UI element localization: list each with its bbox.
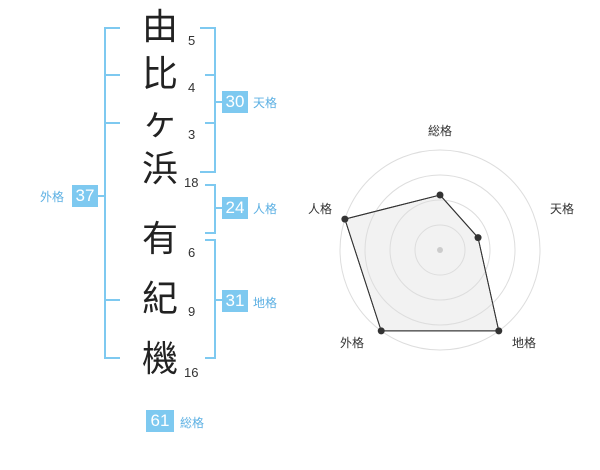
radar-grid-ring-overlay-2 bbox=[389, 199, 491, 301]
name-char-6: 紀 bbox=[141, 279, 178, 320]
jinkaku-value-box: 24 bbox=[222, 197, 248, 219]
bracket-group bbox=[89, 27, 222, 359]
radar-point-5 bbox=[341, 215, 349, 223]
name-char-2: 比 bbox=[141, 54, 178, 95]
chikaku-value-box: 31 bbox=[222, 290, 248, 312]
tenkaku-bracket bbox=[200, 27, 216, 173]
gaikaku-bracket bbox=[104, 27, 120, 359]
radar-label-tenkaku: 天格 bbox=[550, 202, 575, 216]
tenkaku-value-box: 30 bbox=[222, 91, 248, 113]
stroke-count-7: 16 bbox=[184, 365, 199, 380]
stroke-count-2: 4 bbox=[188, 80, 196, 95]
radar-grid-ring-overlay-3 bbox=[364, 174, 516, 326]
stroke-count-6: 9 bbox=[188, 304, 196, 319]
tenkaku-label: 天格 bbox=[253, 96, 278, 110]
soukaku-value-box: 61 bbox=[146, 410, 174, 432]
radar-point-2 bbox=[474, 234, 482, 242]
radar-label-chikaku: 地格 bbox=[512, 336, 537, 350]
name-char-5: 有 bbox=[141, 219, 178, 260]
stroke-count-4: 18 bbox=[184, 175, 199, 190]
name-char-3: ヶ bbox=[141, 102, 178, 143]
radar-label-jinkaku: 人格 bbox=[308, 202, 333, 216]
name-char-4: 浜 bbox=[141, 149, 178, 190]
jinkaku-label: 人格 bbox=[253, 202, 278, 216]
soukaku-label: 総格 bbox=[180, 416, 205, 430]
radar-point-4 bbox=[377, 327, 385, 335]
stroke-count-1: 5 bbox=[188, 33, 196, 48]
stroke-count-5: 6 bbox=[188, 245, 196, 260]
radar-label-soukaku: 総格 bbox=[428, 124, 453, 138]
gaikaku-value-box: 37 bbox=[72, 185, 98, 207]
radar-grid-ring-overlay-1 bbox=[414, 224, 466, 276]
gaikaku-label: 外格 bbox=[40, 190, 65, 204]
radar-center-point bbox=[437, 247, 443, 253]
radar-label-gaikaku: 外格 bbox=[340, 336, 365, 350]
stroke-count-3: 3 bbox=[188, 127, 196, 142]
name-char-7: 機 bbox=[141, 339, 178, 380]
radar-point-1 bbox=[436, 191, 444, 199]
radar-point-3 bbox=[495, 327, 503, 335]
name-char-1: 由 bbox=[141, 7, 178, 48]
chikaku-label: 地格 bbox=[253, 296, 278, 310]
radar-series-polygon bbox=[344, 194, 500, 332]
